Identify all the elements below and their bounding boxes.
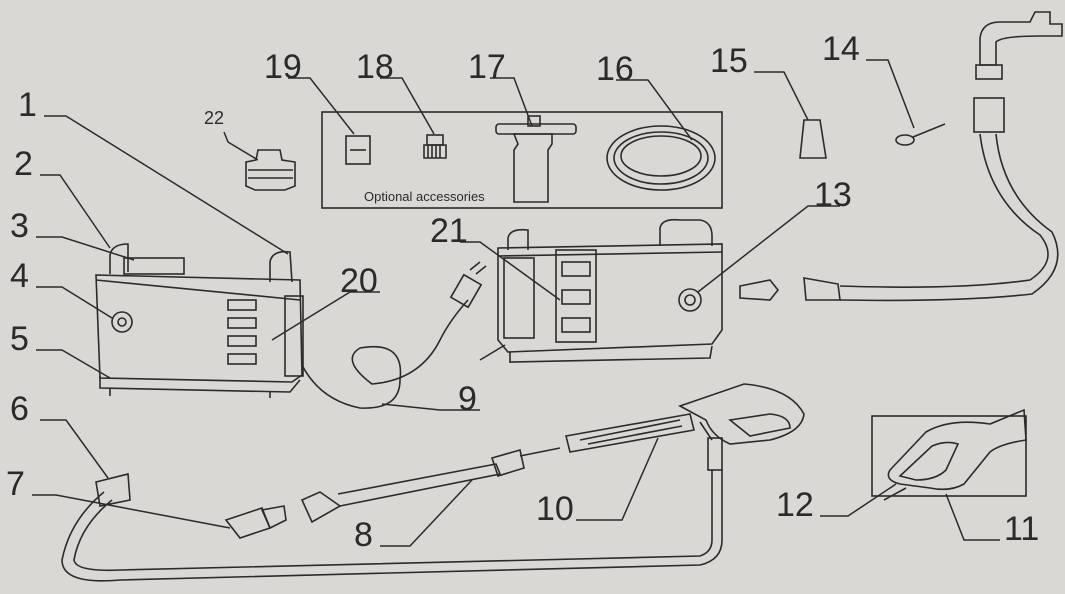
adapter-part-19 [345, 135, 371, 165]
callout-18: 18 [356, 48, 394, 86]
callout-11: 11 [1004, 510, 1039, 548]
nozzle-part-15 [799, 119, 827, 159]
callout-14: 14 [822, 30, 860, 68]
cleaning-needle-part-14 [895, 123, 946, 146]
callout-6: 6 [10, 390, 29, 428]
callout-5: 5 [10, 320, 29, 358]
pressure-washer-back-view [479, 218, 723, 363]
spray-gun-part-10 [565, 383, 805, 453]
trigger-inset-part-11-12 [871, 408, 1027, 501]
callout-8: 8 [354, 516, 373, 554]
callout-10: 10 [536, 490, 574, 528]
turbo-nozzle-part-7 [224, 505, 287, 539]
callout-20: 20 [340, 262, 378, 300]
callout-1: 1 [18, 86, 37, 124]
spray-lance-part-8 [300, 447, 561, 524]
water-tap-inlet-hose [839, 11, 1063, 302]
callout-4: 4 [10, 257, 29, 295]
optional-accessories-label: Optional accessories [364, 189, 485, 204]
callout-3: 3 [10, 207, 29, 245]
foam-bottle-part-17 [495, 115, 577, 203]
power-cord-part-9 [301, 261, 487, 409]
callout-16: 16 [596, 50, 634, 88]
callout-19: 19 [264, 48, 302, 86]
nozzle-fittings-part-13 [739, 277, 841, 301]
callout-numbers: 1 2 3 4 5 6 7 8 9 10 11 12 13 14 15 16 1… [6, 30, 1039, 554]
callout-17: 17 [468, 48, 506, 86]
pressure-washer-front-view [95, 243, 304, 398]
high-pressure-hose-part-6 [61, 437, 723, 582]
callout-15: 15 [710, 42, 748, 80]
optional-accessories-box: Optional accessories [321, 111, 723, 209]
vent-slots [227, 299, 257, 365]
callout-21: 21 [430, 212, 468, 250]
callout-22: 22 [204, 108, 224, 128]
filter-part-22 [245, 149, 296, 191]
callout-2: 2 [14, 145, 33, 183]
callout-12: 12 [776, 486, 814, 524]
leader-lines [32, 59, 1000, 547]
callout-9: 9 [458, 380, 477, 418]
brush-part-18 [423, 134, 447, 159]
callout-7: 7 [6, 465, 25, 503]
coiled-hose-part-16 [606, 125, 716, 191]
callout-13: 13 [814, 176, 852, 214]
